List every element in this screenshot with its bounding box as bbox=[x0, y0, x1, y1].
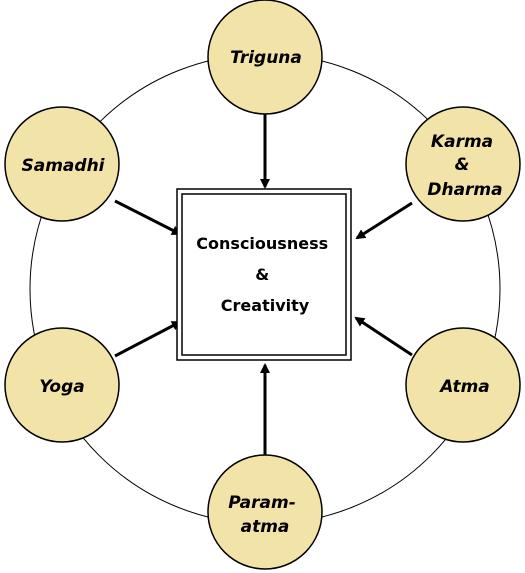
arrows bbox=[114, 100, 413, 455]
node-karma-dharma-circle bbox=[405, 106, 521, 222]
svg-text:Param- atma: Param- atma bbox=[228, 493, 301, 537]
node-ampersand-label: & bbox=[455, 155, 470, 175]
center-line-ampersand: & bbox=[255, 265, 269, 284]
node-atma-circle bbox=[405, 327, 521, 443]
center-line-consciousness: Consciousness bbox=[196, 234, 328, 253]
svg-text:Karma & Dharma: Karma & Dharma bbox=[427, 132, 502, 200]
node-yoga: Yoga bbox=[4, 327, 120, 443]
node-triguna: Triguna bbox=[207, 0, 323, 115]
node-atma-label: Atma bbox=[438, 377, 490, 397]
node-dharma-label: Dharma bbox=[427, 180, 502, 200]
node-atma-sub-label: atma bbox=[241, 517, 290, 537]
node-samadhi: Samadhi bbox=[4, 106, 120, 222]
svg-text:Triguna: Triguna bbox=[230, 48, 302, 68]
svg-text:Atma: Atma bbox=[438, 377, 490, 397]
node-samadhi-label: Samadhi bbox=[22, 156, 106, 176]
arrow-karma-dharma bbox=[355, 201, 413, 240]
svg-text:Consciousness & Cr: Consciousness & Creativity bbox=[196, 234, 333, 315]
svg-text:Yoga: Yoga bbox=[39, 377, 84, 397]
node-karma-dharma: Karma & Dharma bbox=[405, 106, 521, 222]
center-box-inner bbox=[181, 193, 347, 356]
arrow-atma bbox=[354, 316, 413, 357]
node-yoga-label: Yoga bbox=[39, 377, 84, 397]
node-karma-label: Karma bbox=[431, 132, 493, 152]
node-atma: Atma bbox=[405, 327, 521, 443]
node-samadhi-circle bbox=[4, 106, 120, 222]
node-param-atma-circle bbox=[207, 454, 323, 570]
arrow-yoga bbox=[114, 320, 182, 358]
arrow-samadhi bbox=[114, 199, 182, 236]
center-box: Consciousness & Creativity bbox=[176, 188, 352, 361]
node-triguna-circle bbox=[207, 0, 323, 115]
center-line-creativity: Creativity bbox=[221, 296, 310, 315]
svg-text:Samadhi: Samadhi bbox=[22, 156, 106, 176]
node-param-label: Param- bbox=[228, 493, 295, 513]
node-param-atma: Param- atma bbox=[207, 454, 323, 570]
node-triguna-label: Triguna bbox=[230, 48, 302, 68]
node-yoga-circle bbox=[4, 327, 120, 443]
